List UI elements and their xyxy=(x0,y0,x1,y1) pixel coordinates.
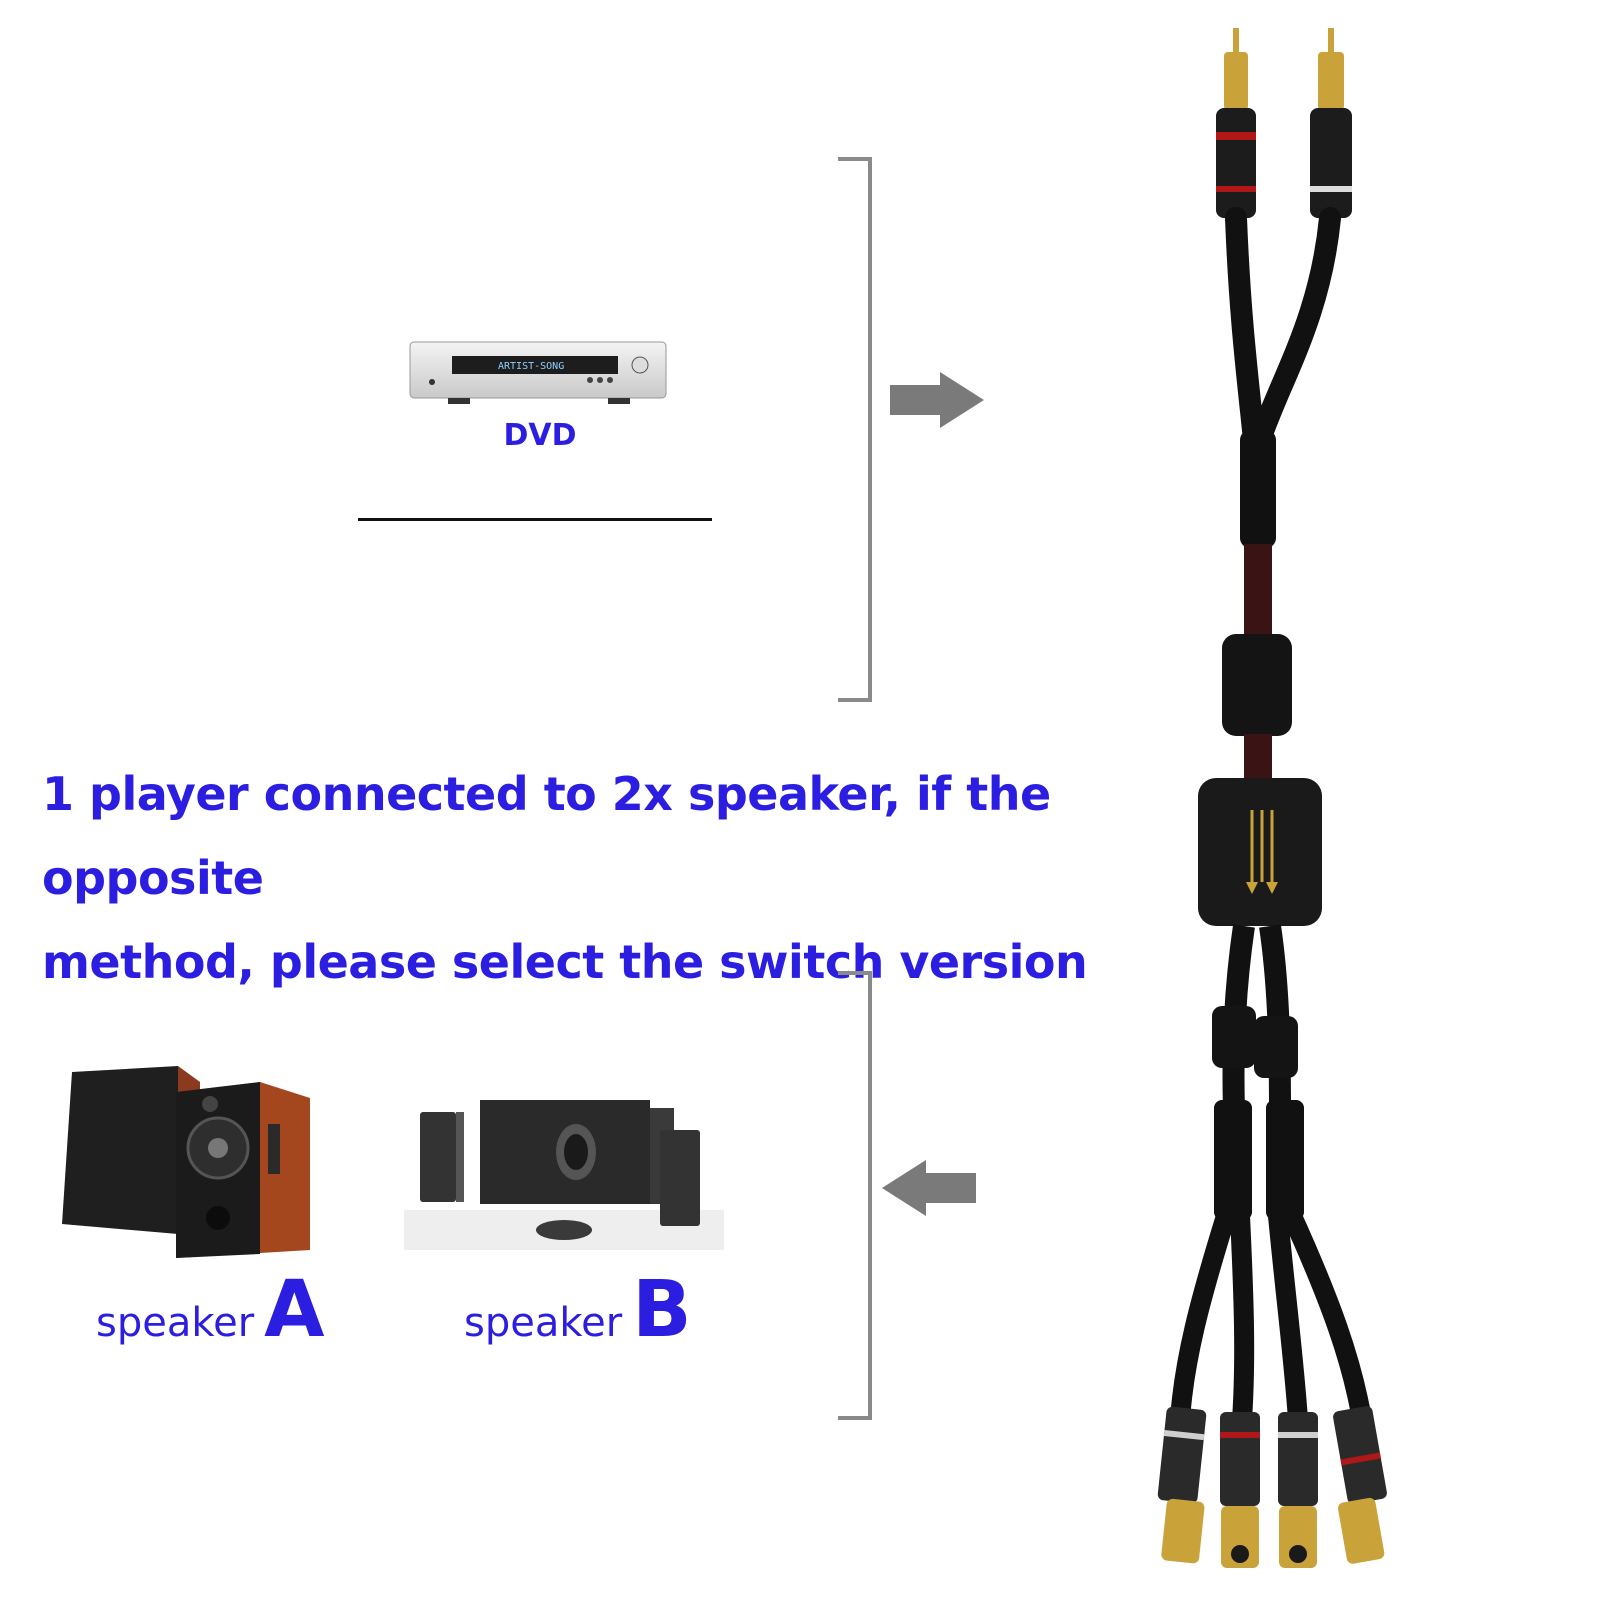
dvd-player-image: ARTIST-SONG xyxy=(409,341,667,404)
upper-bracket xyxy=(838,157,872,702)
speaker-b-image xyxy=(404,1100,724,1250)
right-arrow-icon xyxy=(890,372,984,428)
divider-line xyxy=(358,518,712,521)
dvd-display-text: ARTIST-SONG xyxy=(498,361,564,372)
speaker-a-image xyxy=(62,1066,310,1258)
speaker-b-letter: B xyxy=(632,1265,692,1355)
left-arrow-icon xyxy=(882,1160,976,1216)
lower-bracket xyxy=(838,971,872,1420)
caption-line-2: method, please select the switch version xyxy=(42,935,1088,989)
speaker-b-word: speaker xyxy=(464,1300,623,1346)
dvd-label: DVD xyxy=(503,418,577,453)
rca-splitter-cable-image xyxy=(1157,28,1387,1568)
caption-line-1: 1 player connected to 2x speaker, if the… xyxy=(42,767,1051,905)
speaker-a-word: speaker xyxy=(96,1300,255,1346)
speaker-a-letter: A xyxy=(264,1265,325,1355)
caption-text: 1 player connected to 2x speaker, if the… xyxy=(42,752,1162,1004)
